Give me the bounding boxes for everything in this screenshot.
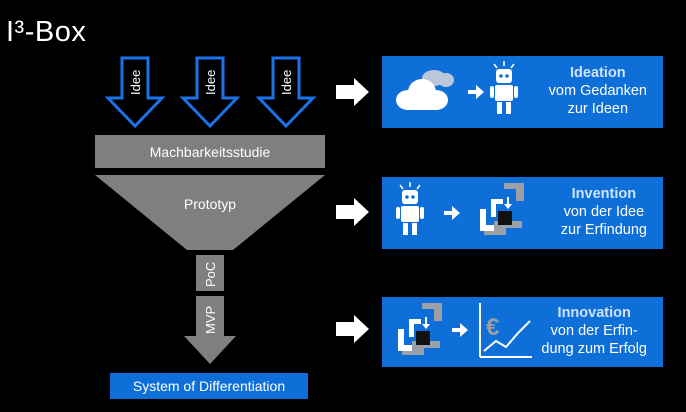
stage-innovation-icons: € (398, 303, 532, 358)
robot-icon (490, 61, 518, 114)
stage-arrow-1 (336, 78, 369, 106)
system-of-differentiation-box: System of Differentiation (110, 373, 308, 399)
arrow-right-icon (452, 323, 468, 337)
input-label-2: Idee (203, 70, 218, 95)
stage-invention-text: Invention von der Idee zur Erfindung (561, 185, 647, 239)
svg-text:€: € (486, 314, 499, 341)
poc-label: PoC (203, 262, 218, 287)
output-arrowhead (184, 336, 236, 364)
input-arrow-3: Idee (255, 56, 317, 129)
slide-title: I³-Box (6, 16, 87, 48)
input-arrow-2: Idee (179, 56, 241, 129)
stage-arrow-3 (336, 315, 369, 343)
stage-invention-title: Invention (571, 186, 637, 202)
stage-invention-line2: zur Erfindung (560, 222, 647, 238)
prototype-cone (95, 175, 325, 250)
input-label-1: Idee (128, 70, 143, 95)
arrow-right-icon (468, 85, 484, 99)
cloud-icon (396, 70, 454, 110)
mvp-label: MVP (203, 306, 218, 334)
poc-stem (196, 255, 224, 291)
stage-innovation-text: Innovation von der Erfin- dung zum Erfol… (541, 304, 647, 358)
stage-ideation: Ideation vom Gedanken zur Ideen (382, 56, 663, 128)
robot-icon (396, 182, 424, 235)
stage-innovation-line1: von der Erfin- (550, 323, 638, 339)
growth-chart-icon: € (479, 303, 532, 358)
stage-ideation-line1: vom Gedanken (548, 83, 647, 99)
mvp-stem (196, 296, 224, 336)
blocks-icon (480, 183, 524, 235)
input-label-3: Idee (279, 70, 294, 95)
arrow-right-icon (444, 206, 460, 220)
stage-invention: Invention von der Idee zur Erfindung (382, 177, 663, 249)
stage-ideation-text: Ideation vom Gedanken zur Ideen (549, 64, 647, 118)
blocks-icon (398, 303, 442, 355)
stage-ideation-title: Ideation (570, 65, 626, 81)
stage-arrow-2 (336, 198, 369, 226)
stage-innovation: € Innovation von der Erfin- dung zum Erf… (382, 297, 663, 367)
stage-ideation-line2: zur Ideen (567, 101, 629, 117)
input-arrow-1: Idee (104, 56, 166, 129)
prototype-label: Prototyp (184, 196, 236, 212)
feasibility-label: Machbarkeitsstudie (150, 144, 271, 160)
stage-invention-line1: von der Idee (563, 204, 645, 220)
stage-invention-icons (396, 182, 524, 235)
stage-innovation-line2: dung zum Erfolg (541, 341, 647, 357)
feasibility-bar (95, 135, 325, 168)
stage-ideation-icons (396, 61, 518, 114)
stage-innovation-title: Innovation (557, 305, 631, 321)
